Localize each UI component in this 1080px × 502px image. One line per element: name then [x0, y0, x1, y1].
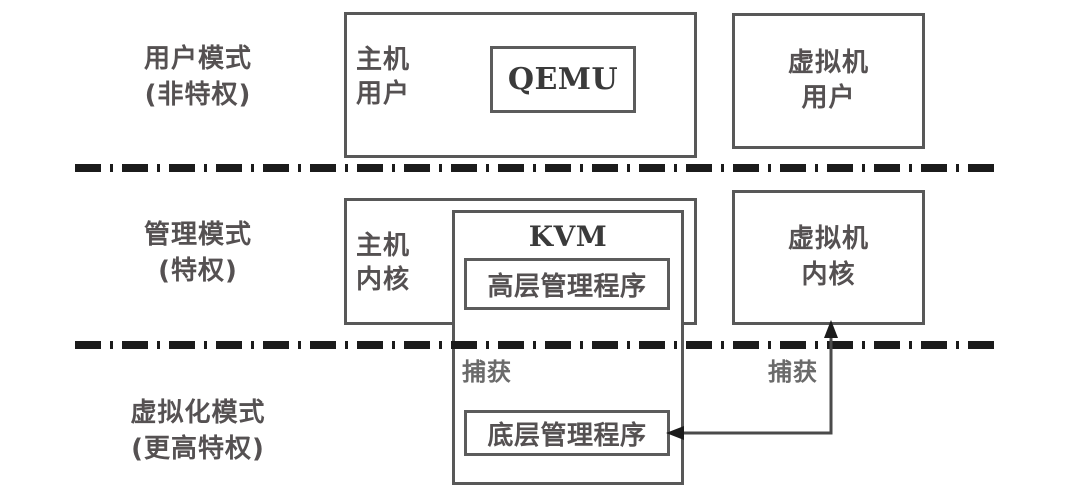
qemu-label: QEMU	[507, 62, 619, 97]
vm-user-label-line2: 用户	[801, 83, 856, 113]
host-kernel-label: 主机 内核	[356, 230, 446, 298]
vm-kernel-box: 虚拟机 内核	[732, 190, 925, 325]
trap-label-right: 捕获	[768, 358, 818, 386]
host-user-label: 主机 用户	[356, 44, 446, 112]
vm-user-label-wrap: 虚拟机 用户	[735, 16, 922, 146]
kvm-label: KVM	[528, 220, 608, 253]
vm-kernel-label-line1: 虚拟机	[787, 224, 869, 255]
row-label-virtualization-mode-line1: 虚拟化模式	[130, 398, 266, 428]
vm-user-label-line1: 虚拟机	[787, 47, 869, 78]
row-label-supervisor-mode-line2: (特权)	[158, 255, 238, 286]
row-label-supervisor-mode: 管理模式 (特权)	[92, 218, 304, 290]
row-label-virtualization-mode: 虚拟化模式 (更高特权)	[80, 396, 316, 468]
host-user-box	[344, 12, 697, 158]
vm-kernel-label-wrap: 虚拟机 内核	[735, 193, 922, 322]
row-label-user-mode: 用户模式 (非特权)	[92, 42, 304, 114]
host-user-label-line1: 主机	[356, 45, 411, 75]
trap-label-left: 捕获	[462, 358, 512, 386]
host-kernel-label-line1: 主机	[356, 231, 411, 261]
row-label-user-mode-line1: 用户模式	[143, 44, 252, 74]
qemu-box: QEMU	[490, 46, 636, 113]
row-label-virtualization-mode-line2: (更高特权)	[131, 433, 265, 464]
host-user-label-line2: 用户	[356, 78, 411, 109]
high-level-hypervisor-label: 高层管理程序	[487, 271, 647, 302]
vm-user-box: 虚拟机 用户	[732, 13, 925, 149]
vm-kernel-label-line2: 内核	[801, 259, 856, 290]
high-level-hypervisor-box: 高层管理程序	[464, 258, 670, 310]
host-kernel-label-line2: 内核	[356, 264, 411, 295]
low-level-hypervisor-label: 底层管理程序	[487, 420, 647, 451]
low-level-hypervisor-box: 底层管理程序	[464, 410, 670, 456]
row-label-user-mode-line2: (非特权)	[144, 79, 252, 110]
row-label-supervisor-mode-line1: 管理模式	[143, 220, 252, 250]
